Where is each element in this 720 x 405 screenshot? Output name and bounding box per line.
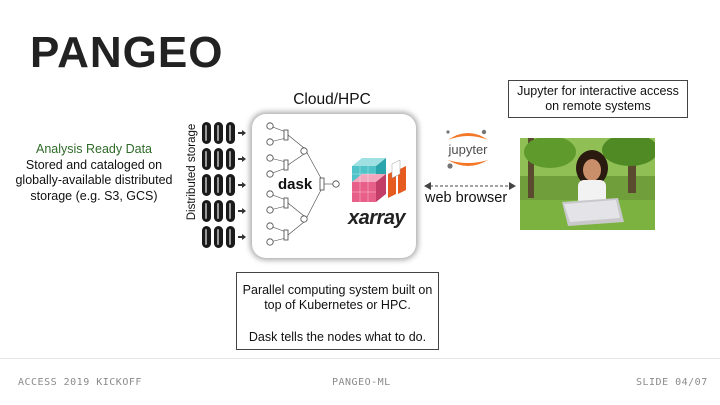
disk-highlight xyxy=(229,203,231,219)
disk-arrow xyxy=(238,130,246,136)
dask-label: dask xyxy=(278,176,313,193)
bidirectional-arrow-icon xyxy=(424,182,516,190)
disk-highlight xyxy=(217,177,219,193)
web-browser-label: web browser xyxy=(425,190,508,206)
footer-slide-number: SLIDE 04/07 xyxy=(636,377,708,388)
disk-arrow xyxy=(238,208,246,214)
disk-highlight xyxy=(229,125,231,141)
storage-disks-icon xyxy=(202,122,246,248)
disk-arrow xyxy=(238,234,246,240)
jupyter-logo-text: jupyter xyxy=(447,142,488,157)
analysis-ready-data-note: Analysis Ready Data Stored and cataloged… xyxy=(8,142,180,204)
disk-highlight xyxy=(217,229,219,245)
disk-arrow xyxy=(238,156,246,162)
disk-highlight xyxy=(229,177,231,193)
footer-event: ACCESS 2019 KICKOFF xyxy=(18,377,142,388)
jupyter-logo-icon: jupyter xyxy=(446,129,488,169)
disk-highlight xyxy=(205,125,207,141)
disk-highlight xyxy=(217,151,219,167)
disk-highlight xyxy=(205,203,207,219)
ard-title: Analysis Ready Data xyxy=(35,142,153,156)
jupyter-callout: Jupyter for interactive access on remote… xyxy=(508,80,688,118)
cloud-hpc-title: Cloud/HPC xyxy=(293,91,371,108)
disk-highlight xyxy=(205,177,207,193)
xarray-label: xarray xyxy=(348,207,406,229)
disk-highlight xyxy=(205,229,207,245)
dask-callout: Parallel computing system built on top o… xyxy=(236,272,439,350)
dask-task-graph-icon xyxy=(266,122,340,246)
dask-callout-line1: Parallel computing system built on top o… xyxy=(242,283,433,312)
disk-highlight xyxy=(205,151,207,167)
distributed-storage-label: Distributed storage xyxy=(186,123,198,221)
disk-highlight xyxy=(217,125,219,141)
ard-body: Stored and cataloged on globally-availab… xyxy=(15,157,173,203)
disk-arrow xyxy=(238,182,246,188)
pangeo-logo-text: PANGEO xyxy=(30,29,223,75)
pangeo-logo: PANGEO xyxy=(30,29,223,75)
disk-highlight xyxy=(229,229,231,245)
xarray-cubes-icon xyxy=(352,158,406,202)
user-with-laptop-photo xyxy=(520,138,655,230)
footer-divider xyxy=(0,358,720,359)
footer-project: PANGEO-ML xyxy=(332,377,391,388)
dask-callout-line2: Dask tells the nodes what to do. xyxy=(248,330,427,344)
disk-highlight xyxy=(229,151,231,167)
disk-highlight xyxy=(217,203,219,219)
